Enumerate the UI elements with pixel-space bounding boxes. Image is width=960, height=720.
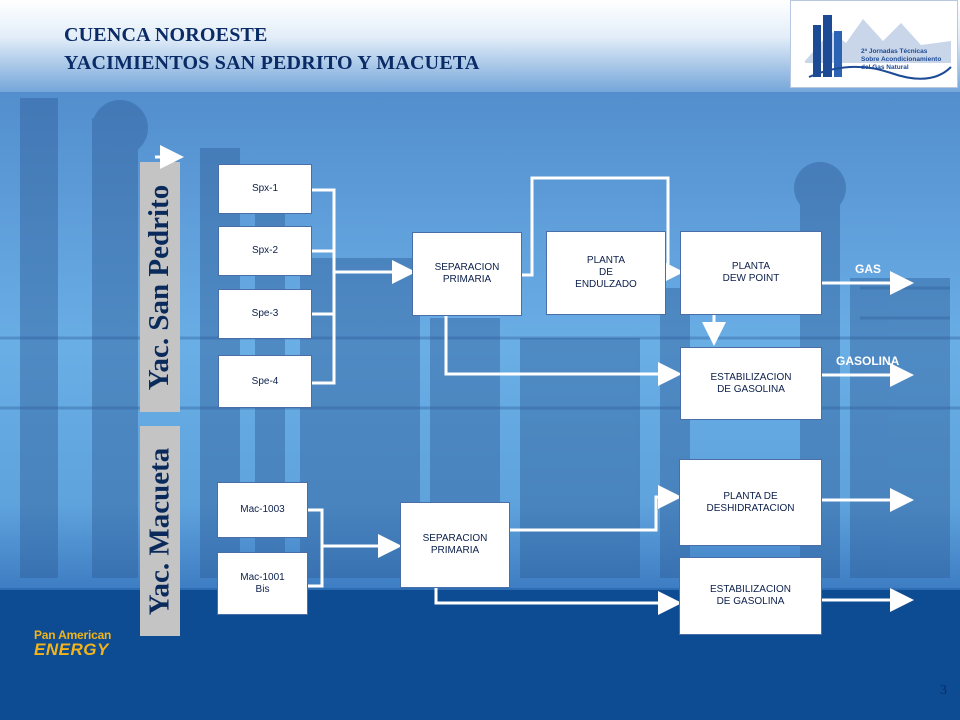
- output-label-gasolina: GASOLINA: [836, 354, 900, 368]
- brand-line2: ENERGY: [34, 640, 109, 659]
- page-number: 3: [940, 683, 947, 698]
- unit-separacion-primaria-macueta: SEPARACION PRIMARIA: [400, 502, 510, 588]
- logo-text-line3: del Gas Natural: [861, 64, 909, 71]
- well-box-mac-1003: Mac-1003: [217, 482, 308, 538]
- section-label-macueta: Yac. Macueta: [140, 426, 180, 636]
- pan-american-energy-logo: Pan American ENERGY: [34, 628, 111, 660]
- well-box-spe-4: Spe-4: [218, 355, 312, 408]
- event-logo-graphic: 2ª Jornadas Técnicas Sobre Acondicionami…: [805, 15, 952, 80]
- unit-estabilizacion-gasolina-san-pedrito: ESTABILIZACION DE GASOLINA: [680, 347, 822, 420]
- unit-planta-deshidratacion: PLANTA DE DESHIDRATACION: [679, 459, 822, 546]
- unit-separacion-primaria-san-pedrito: SEPARACION PRIMARIA: [412, 232, 522, 316]
- event-logo: 2ª Jornadas Técnicas Sobre Acondicionami…: [790, 0, 958, 88]
- page-title-line2: YACIMIENTOS SAN PEDRITO Y MACUETA: [64, 52, 480, 74]
- logo-text-line1: 2ª Jornadas Técnicas: [861, 48, 928, 55]
- unit-estabilizacion-gasolina-macueta: ESTABILIZACION DE GASOLINA: [679, 557, 822, 635]
- well-box-spx-2: Spx-2: [218, 226, 312, 276]
- unit-planta-endulzado: PLANTA DE ENDULZADO: [546, 231, 666, 315]
- brand-line1: Pan American: [34, 628, 112, 642]
- well-box-spe-3: Spe-3: [218, 289, 312, 339]
- logo-text-line2: Sobre Acondicionamiento: [861, 56, 941, 63]
- well-box-mac-1001-bis: Mac-1001 Bis: [217, 552, 308, 615]
- output-label-gas: GAS: [855, 262, 882, 276]
- well-box-spx-1: Spx-1: [218, 164, 312, 214]
- unit-planta-dew-point: PLANTA DEW POINT: [680, 231, 822, 315]
- page-title-line1: CUENCA NOROESTE: [64, 24, 268, 46]
- section-label-san-pedrito: Yac. San Pedrito: [140, 162, 180, 412]
